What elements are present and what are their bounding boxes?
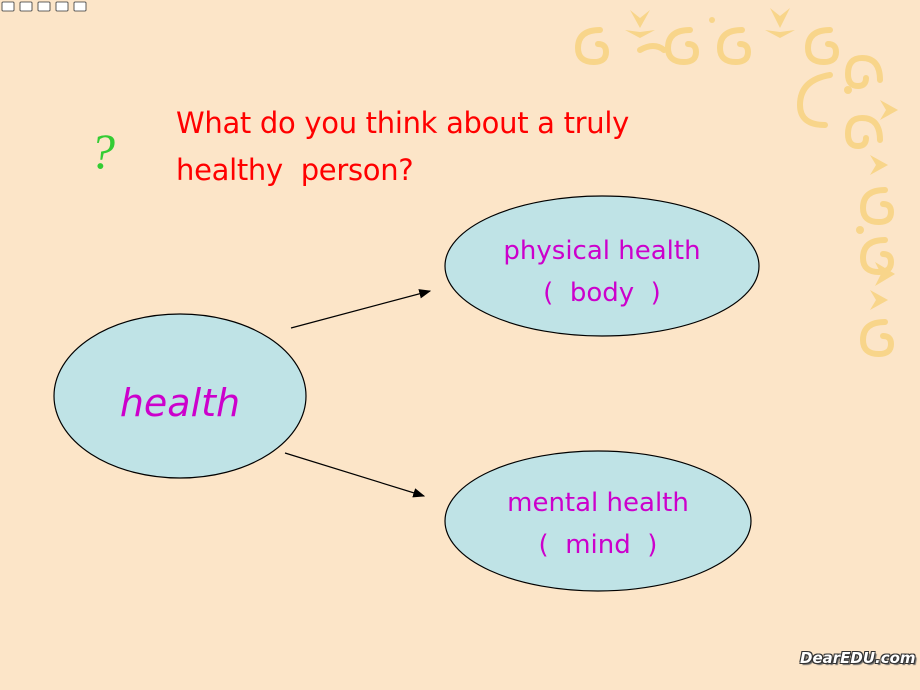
health-ellipse [53, 313, 307, 479]
mental-health-ellipse [444, 450, 752, 592]
physical-health-title: physical health [503, 236, 701, 266]
mental-health-subtitle: ( mind ) [538, 530, 658, 560]
dearedu-logo: DearEDU.com [800, 649, 916, 667]
question-mark: ? [90, 123, 115, 179]
arrow-to-physical [290, 289, 432, 329]
mental-health-label: mental health ( mind ) [445, 482, 751, 566]
question-line-1: What do you think about a truly [176, 106, 629, 140]
health-label: health [119, 381, 241, 425]
physical-health-ellipse [444, 195, 760, 337]
question-line-2: healthy person? [176, 153, 414, 187]
physical-health-label: physical health ( body ) [445, 230, 759, 314]
question-text: What do you think about a truly healthy … [176, 100, 796, 194]
physical-health-subtitle: ( body ) [543, 278, 661, 308]
logo-subtext-glyphs [1, 1, 87, 12]
mental-health-title: mental health [507, 488, 689, 518]
arrow-to-mental [284, 452, 426, 498]
